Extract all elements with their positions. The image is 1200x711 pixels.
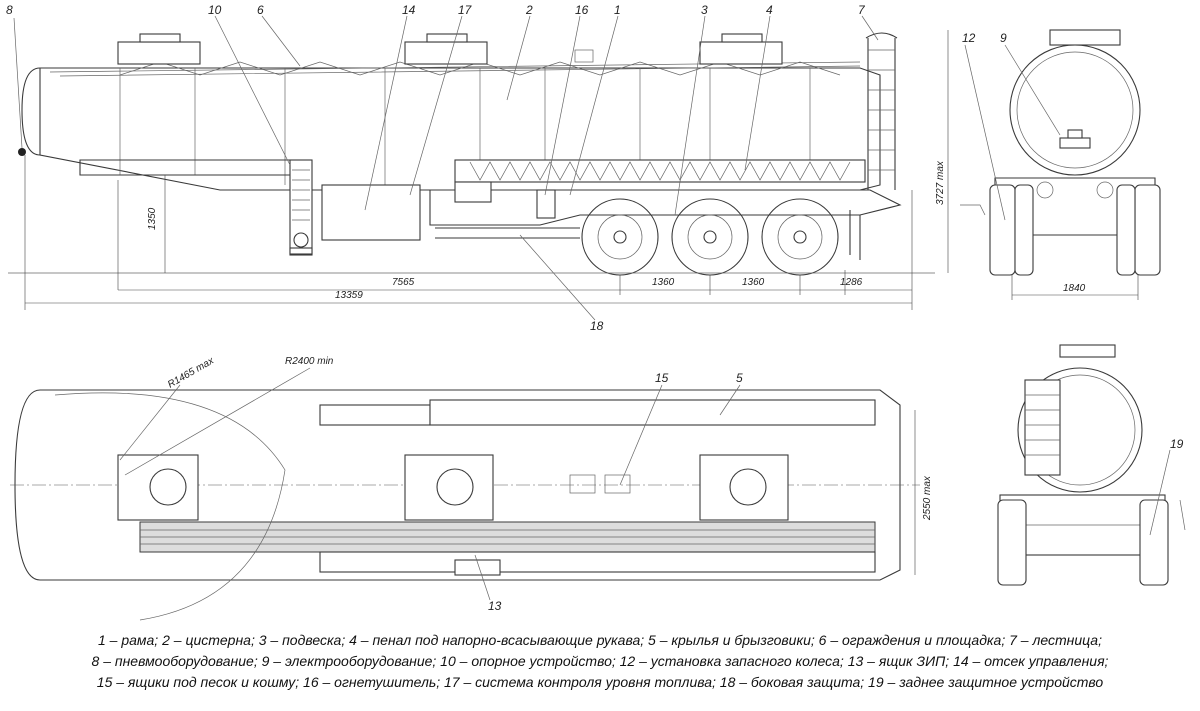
pneumatic-coupling-icon	[18, 148, 26, 156]
frame	[429, 189, 902, 226]
callout-7: 7	[858, 3, 866, 17]
hatch-2	[404, 41, 488, 65]
hatch-3	[699, 41, 783, 65]
tank-front-cap	[21, 67, 41, 156]
callout-8: 8	[6, 3, 13, 17]
rear-bumper	[849, 210, 861, 260]
tank-body	[39, 67, 881, 191]
dim-1360-a: 1360	[652, 277, 675, 288]
callout-6: 6	[257, 3, 264, 17]
callout-12: 12	[962, 31, 976, 45]
callout-2: 2	[525, 3, 533, 17]
callout-3: 3	[701, 3, 708, 17]
tool-box	[454, 559, 501, 576]
front-frame	[79, 159, 301, 176]
callout-18: 18	[590, 319, 604, 333]
dim-height-1350: 1350	[147, 207, 158, 230]
dim-1840: 1840	[1063, 283, 1086, 294]
dim-1286: 1286	[840, 277, 863, 288]
callout-9: 9	[1000, 31, 1007, 45]
callout-14: 14	[402, 3, 416, 17]
ladder	[867, 38, 896, 190]
hatch-top-3	[699, 454, 789, 521]
legend-line-2: 8 – пневмооборудование; 9 – электрообору…	[91, 653, 1109, 669]
dim-13359: 13359	[335, 290, 363, 301]
fender-rear	[429, 399, 876, 426]
control-compartment	[321, 184, 421, 241]
callout-13: 13	[488, 599, 502, 613]
technical-drawing: 1350 7565 13359 1360 1360 1286 8 10 6 14…	[6, 3, 1186, 621]
ladder-rear	[1024, 379, 1061, 476]
callout-15: 15	[655, 371, 669, 385]
rear-view: 1840 3727 max 12 9	[935, 29, 1161, 300]
legend: 1 – рама; 2 – цистерна; 3 – подвеска; 4 …	[0, 630, 1200, 693]
callout-19: 19	[1170, 437, 1184, 451]
hatch-top-1	[117, 454, 199, 521]
rear-wheel-left	[989, 184, 1016, 276]
rear-view-lower: 19	[997, 344, 1186, 586]
tank-rear-cross-section	[1009, 44, 1141, 176]
dim-3727: 3727 max	[935, 160, 946, 205]
top-view: R1465 max R2400 min 2550 max 15 5 13	[10, 355, 933, 621]
legend-line-3: 15 – ящики под песок и кошму; 16 – огнет…	[96, 674, 1104, 690]
dim-2550: 2550 max	[922, 475, 933, 521]
rear-wheel-right	[1134, 184, 1161, 276]
side-view: 1350 7565 13359 1360 1360 1286 8 10 6 14…	[6, 3, 935, 333]
callout-5-top: 5	[736, 371, 743, 385]
callout-16: 16	[575, 3, 589, 17]
hose-container	[454, 159, 866, 183]
callout-17: 17	[458, 3, 473, 17]
side-protection	[435, 227, 580, 239]
callout-10: 10	[208, 3, 222, 17]
dim-r2400: R2400 min	[285, 356, 334, 367]
dim-1360-b: 1360	[742, 277, 765, 288]
callout-1: 1	[614, 3, 621, 17]
dim-r1465: R1465 max	[166, 355, 217, 391]
callout-4: 4	[766, 3, 773, 17]
tank-top-outline	[14, 389, 901, 581]
dim-7565: 7565	[392, 277, 415, 288]
landing-gear	[289, 159, 313, 256]
hatch-1	[117, 41, 201, 65]
fender-front	[319, 404, 431, 426]
wheels-side	[581, 198, 839, 276]
hatch-top-2	[404, 454, 494, 521]
legend-line-1: 1 – рама; 2 – цистерна; 3 – подвеска; 4 …	[98, 632, 1102, 648]
